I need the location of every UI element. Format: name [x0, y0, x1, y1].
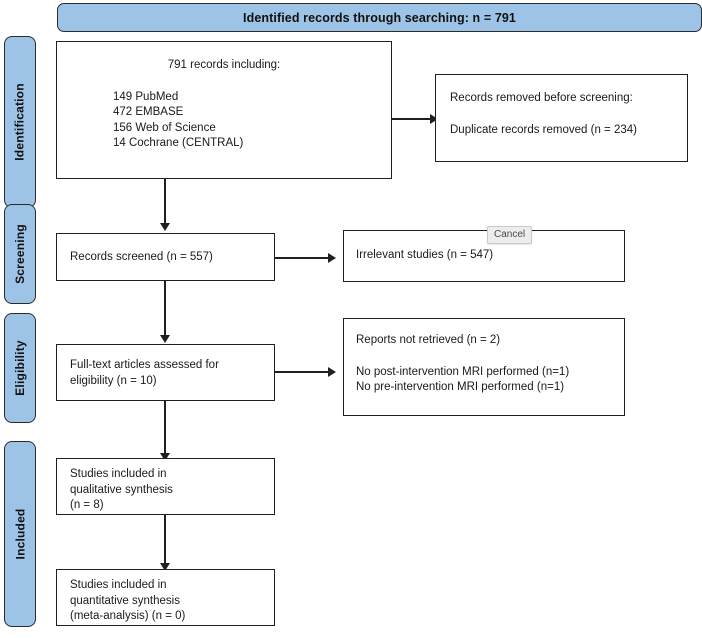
qualitative-synthesis-line2: qualitative synthesis	[70, 483, 173, 496]
irrelevant-studies-line1: Irrelevant studies (n = 547)	[356, 249, 494, 261]
box-qualitative-synthesis: Studies included in qualitative synthesi…	[56, 458, 275, 515]
box-irrelevant-studies: Irrelevant studies (n = 547)	[343, 230, 625, 282]
connector-fulltext-to-qualitative	[164, 401, 166, 455]
quantitative-synthesis-line2: quantitative synthesis	[70, 594, 180, 607]
box-reports-excluded: Reports not retrieved (n = 2) No post-in…	[343, 318, 625, 416]
records-removed-line1: Records removed before screening:	[450, 92, 633, 104]
quantitative-synthesis-line3: (meta-analysis) (n = 0)	[70, 610, 186, 622]
arrow-qualitative-to-quantitative	[160, 563, 170, 571]
connector-screened-to-irrelevant	[275, 257, 330, 259]
reports-excluded-line1: Reports not retrieved (n = 2)	[356, 334, 501, 346]
connector-fulltext-to-excluded	[275, 371, 330, 373]
connector-identified-to-removed	[392, 118, 432, 120]
stage-tab-included: Included	[4, 441, 36, 627]
records-identified-source-wos: 156 Web of Science	[113, 121, 216, 134]
arrow-identified-to-removed	[430, 114, 438, 124]
connector-identified-to-screened	[164, 179, 166, 225]
qualitative-synthesis-line1: Studies included in	[70, 468, 167, 480]
box-records-screened: Records screened (n = 557)	[56, 233, 275, 281]
box-records-removed: Records removed before screening: Duplic…	[435, 74, 688, 162]
reports-excluded-line2: No post-intervention MRI performed (n=1)	[356, 365, 570, 378]
box-fulltext-assessed: Full-text articles assessed for eligibil…	[56, 344, 275, 401]
reports-excluded-line3: No pre-intervention MRI performed (n=1)	[356, 381, 565, 393]
records-identified-source-cochrane: 14 Cochrane (CENTRAL)	[113, 137, 244, 149]
stage-tab-identification-label: Identification	[13, 83, 27, 161]
cancel-button[interactable]: Cancel	[487, 226, 533, 244]
connector-qualitative-to-quantitative	[164, 515, 166, 565]
fulltext-assessed-line1: Full-text articles assessed for	[70, 359, 219, 371]
records-screened-line1: Records screened (n = 557)	[70, 251, 213, 263]
arrow-fulltext-to-qualitative	[160, 453, 170, 461]
records-removed-line2: Duplicate records removed (n = 234)	[450, 123, 637, 136]
stage-tab-eligibility-label: Eligibility	[13, 340, 28, 396]
stage-tab-included-label: Included	[13, 508, 27, 560]
fulltext-assessed-line2: eligibility (n = 10)	[70, 374, 157, 387]
cancel-button-label: Cancel	[494, 229, 526, 240]
box-quantitative-synthesis: Studies included in quantitative synthes…	[56, 569, 275, 626]
stage-tab-screening-label: Screening	[13, 224, 28, 284]
records-identified-source-embase: 472 EMBASE	[113, 106, 184, 118]
arrow-screened-to-fulltext	[160, 335, 170, 343]
records-identified-heading: 791 records including:	[167, 59, 281, 71]
stage-tab-identification: Identification	[4, 36, 36, 208]
records-identified-source-pubmed: 149 PubMed	[113, 90, 179, 103]
box-records-identified: 791 records including: 149 PubMed 472 EM…	[56, 41, 392, 179]
connector-screened-to-fulltext	[164, 281, 166, 337]
identified-records-banner: Identified records through searching: n …	[57, 3, 702, 32]
arrow-screened-to-irrelevant	[328, 253, 336, 263]
stage-tab-screening: Screening	[4, 204, 36, 304]
quantitative-synthesis-line1: Studies included in	[70, 579, 167, 591]
stage-tab-eligibility: Eligibility	[4, 313, 36, 423]
qualitative-synthesis-line3: (n = 8)	[70, 499, 104, 511]
arrow-fulltext-to-excluded	[328, 367, 336, 377]
arrow-identified-to-screened	[160, 223, 170, 231]
banner-label: Identified records through searching: n …	[243, 10, 516, 25]
